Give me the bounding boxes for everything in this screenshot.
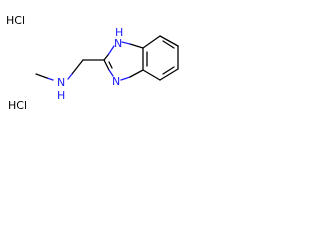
ring-nitrogen-top: N (114, 37, 122, 50)
amine-hydrogen: H (57, 89, 65, 102)
benzene-ring (142, 35, 179, 81)
imidazole-ring (103, 41, 144, 81)
amine-nitrogen: N (57, 76, 65, 89)
chemical-structure-diagram: HCl HCl H N N N (6, 14, 179, 112)
ring-nitrogen-bottom: N (112, 75, 120, 88)
ring-nh-hydrogen: H (115, 26, 123, 39)
hcl-label-top: HCl (6, 14, 25, 27)
hcl-label-bottom: HCl (8, 99, 27, 112)
methylene-linker (35, 59, 105, 81)
